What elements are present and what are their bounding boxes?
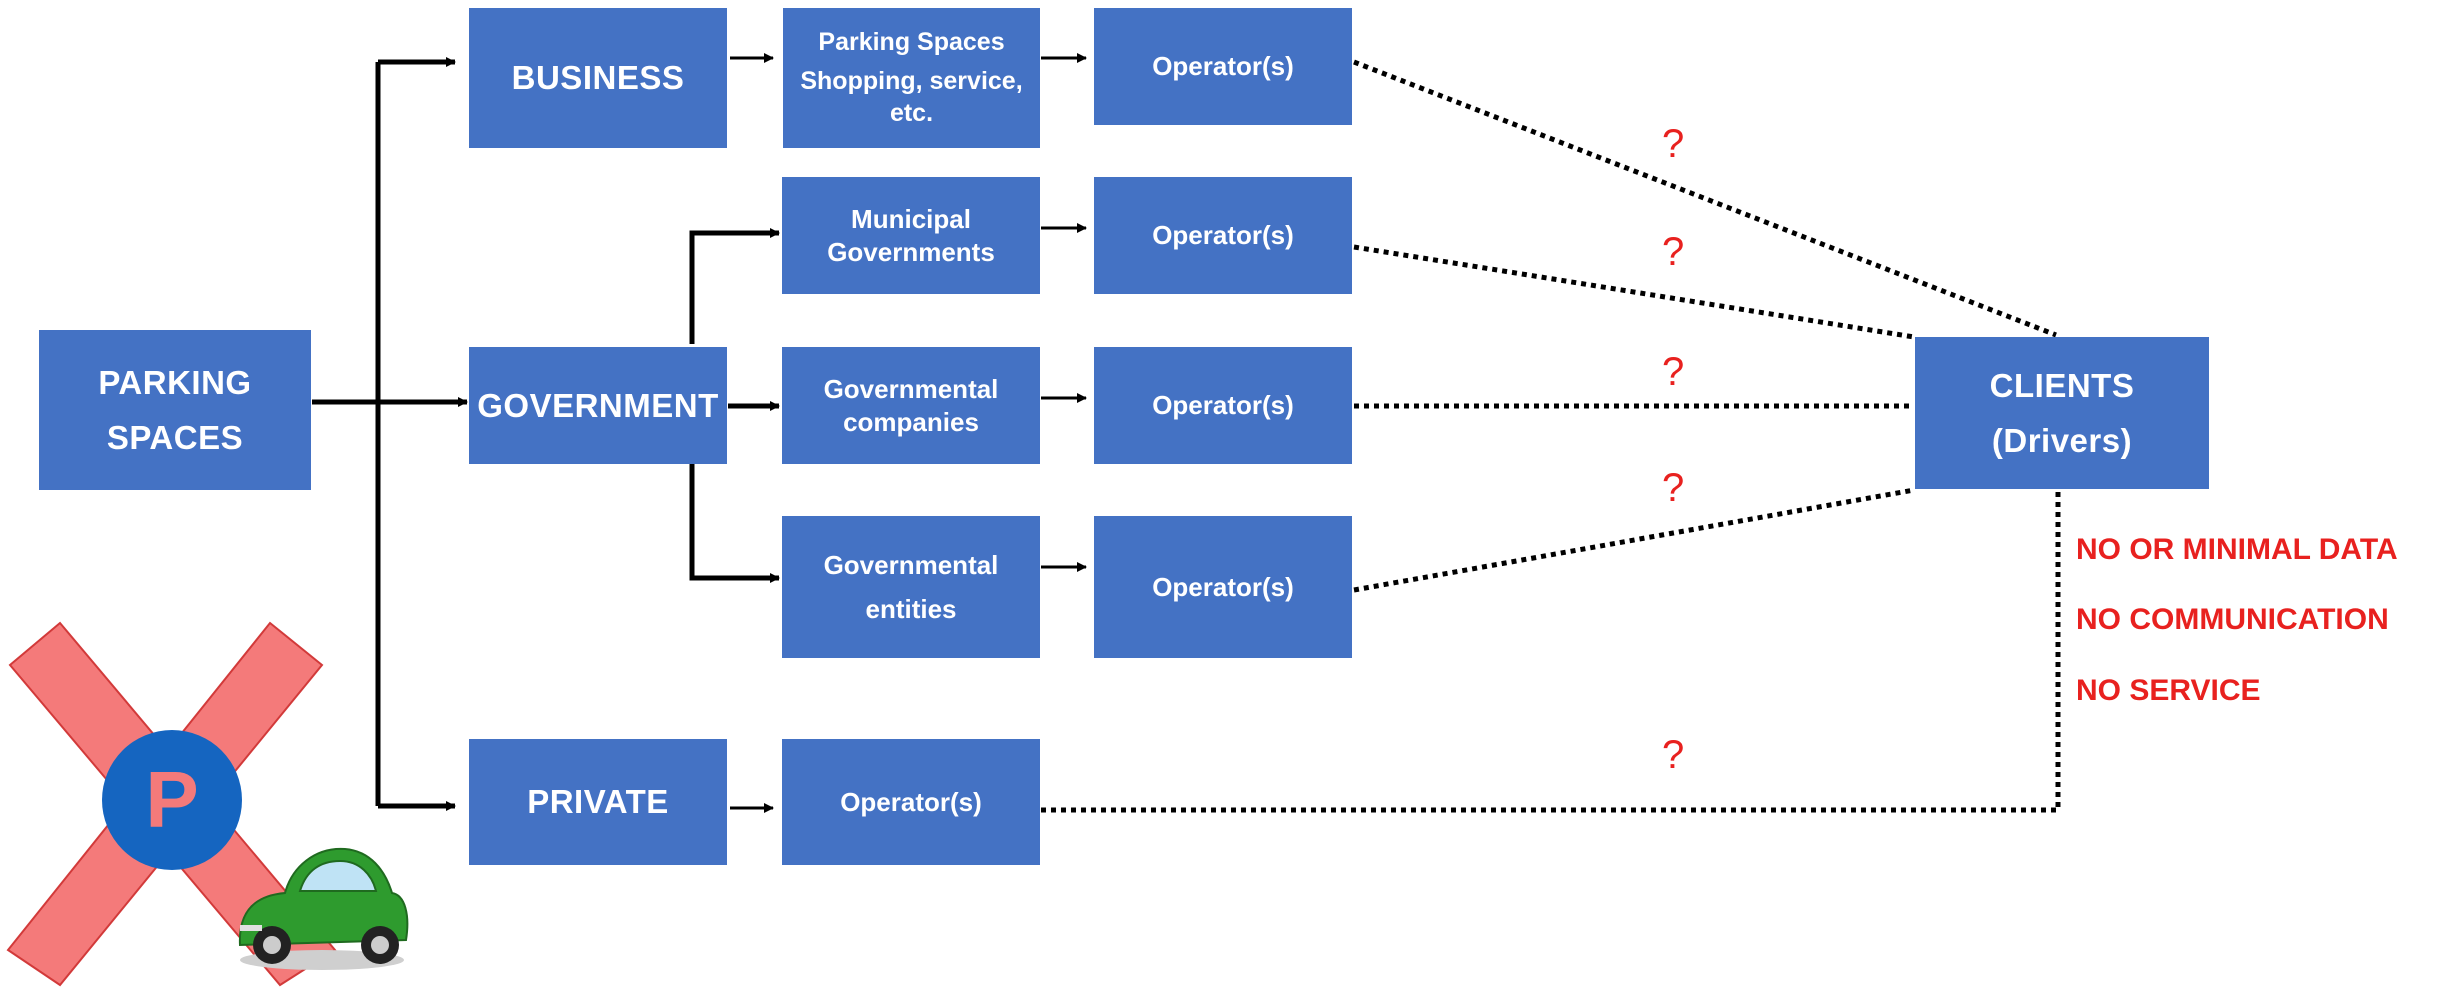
problem-no-data: NO OR MINIMAL DATA <box>2076 533 2398 566</box>
business-parking-label: etc. <box>889 98 934 127</box>
companies-operator-node: Operator(s) <box>1094 347 1352 464</box>
business-parking-node: Parking Spaces Shopping, service, etc. <box>783 8 1040 148</box>
private-operator-node: Operator(s) <box>782 739 1040 865</box>
private-label: PRIVATE <box>527 783 669 821</box>
operator-label: Operator(s) <box>1152 390 1294 421</box>
municipal-operator-node: Operator(s) <box>1094 177 1352 294</box>
parking-letter: P <box>145 755 198 844</box>
operator-label: Operator(s) <box>1152 51 1294 82</box>
problem-no-communication: NO COMMUNICATION <box>2076 603 2389 636</box>
dotted-link-4 <box>1353 487 1915 593</box>
dotted-link-private <box>1041 490 2061 813</box>
government-node: GOVERNMENT <box>469 347 727 464</box>
parking-spaces-label: PARKING <box>98 363 252 401</box>
gov-entities-label: entities <box>865 594 957 624</box>
business-operator-node: Operator(s) <box>1094 8 1352 125</box>
question-mark: ? <box>1662 466 1685 510</box>
business-node: BUSINESS <box>469 8 727 148</box>
gov-companies-label: Governmental <box>823 374 999 404</box>
government-label: GOVERNMENT <box>477 386 719 424</box>
parking-sign-icon: P <box>102 730 242 870</box>
operator-label: Operator(s) <box>840 786 982 817</box>
parking-spaces-node: PARKING SPACES <box>39 330 311 490</box>
governmental-entities-node: Governmental entities <box>782 516 1040 658</box>
arrow-to-gov-entities <box>689 464 780 583</box>
arrow-to-municipal <box>689 228 780 344</box>
gov-entities-label: Governmental <box>823 549 999 580</box>
parking-spaces-label: SPACES <box>106 419 244 456</box>
municipal-governments-node: Municipal Governments <box>782 177 1040 294</box>
dotted-link-1 <box>1353 59 2057 338</box>
clients-node: CLIENTS (Drivers) <box>1915 337 2209 489</box>
clients-label: (Drivers) <box>1991 422 2133 459</box>
problem-no-service: NO SERVICE <box>2076 674 2261 707</box>
municipal-label: Governments <box>827 236 995 267</box>
private-node: PRIVATE <box>469 739 727 865</box>
business-label: BUSINESS <box>511 59 685 97</box>
question-mark: ? <box>1662 230 1685 274</box>
question-mark: ? <box>1662 733 1685 777</box>
no-parking-illustration: P <box>6 621 409 987</box>
question-mark: ? <box>1662 122 1685 166</box>
business-parking-label: Shopping, service, <box>800 67 1023 96</box>
clients-label: CLIENTS <box>1989 366 2135 404</box>
entities-operator-node: Operator(s) <box>1094 516 1352 658</box>
car-icon <box>238 847 409 970</box>
question-mark: ? <box>1662 350 1685 394</box>
business-parking-label: Parking Spaces <box>818 28 1005 57</box>
operator-label: Operator(s) <box>1152 571 1294 602</box>
governmental-companies-node: Governmental companies <box>782 347 1040 464</box>
operator-label: Operator(s) <box>1152 220 1294 251</box>
dotted-link-2 <box>1353 244 1915 340</box>
gov-companies-label: companies <box>843 406 979 437</box>
municipal-label: Municipal <box>851 204 971 234</box>
